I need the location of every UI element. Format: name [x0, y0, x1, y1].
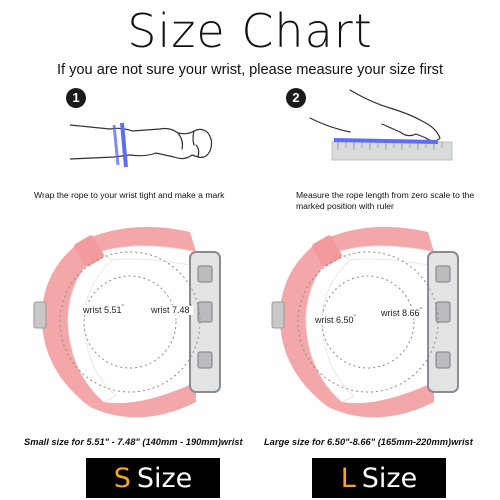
page-subtitle: If you are not sure your wrist, please m… — [56, 62, 444, 78]
wrist-wrap-illustration — [70, 122, 213, 168]
ruler-measure-illustration — [309, 89, 453, 161]
small-size-word: Size — [136, 462, 193, 494]
large-size-letter: L — [340, 462, 356, 494]
step-1-number: 1 — [66, 88, 86, 108]
band-large-min-label: wrist 6.50" — [314, 315, 357, 325]
large-size-description: Large size for 6.50"-8.66" (165mm-220mm)… — [264, 437, 473, 447]
step-2-caption: Measure the rope length from zero scale … — [296, 190, 475, 211]
small-size-badge: S Size — [86, 458, 220, 498]
watch-band-large — [271, 226, 459, 418]
rope-mark — [120, 122, 128, 168]
band-small-max-label: wrist 7.48" — [150, 305, 193, 315]
watch-band-small — [33, 226, 221, 418]
step-1-caption: Wrap the rope to your wrist tight and ma… — [34, 190, 225, 200]
small-size-letter: S — [113, 462, 131, 494]
step-2-number: 2 — [286, 88, 306, 108]
large-size-word: Size — [361, 462, 418, 494]
small-size-description: Small size for 5.51" - 7.48" (140mm - 19… — [24, 437, 243, 447]
band-small-min-label: wrist 5.51" — [82, 305, 125, 315]
large-size-badge: L Size — [312, 458, 446, 498]
band-large-max-label: wrist 8.66" — [380, 308, 423, 318]
page-title: Size Chart — [127, 4, 373, 58]
rope — [333, 138, 439, 144]
